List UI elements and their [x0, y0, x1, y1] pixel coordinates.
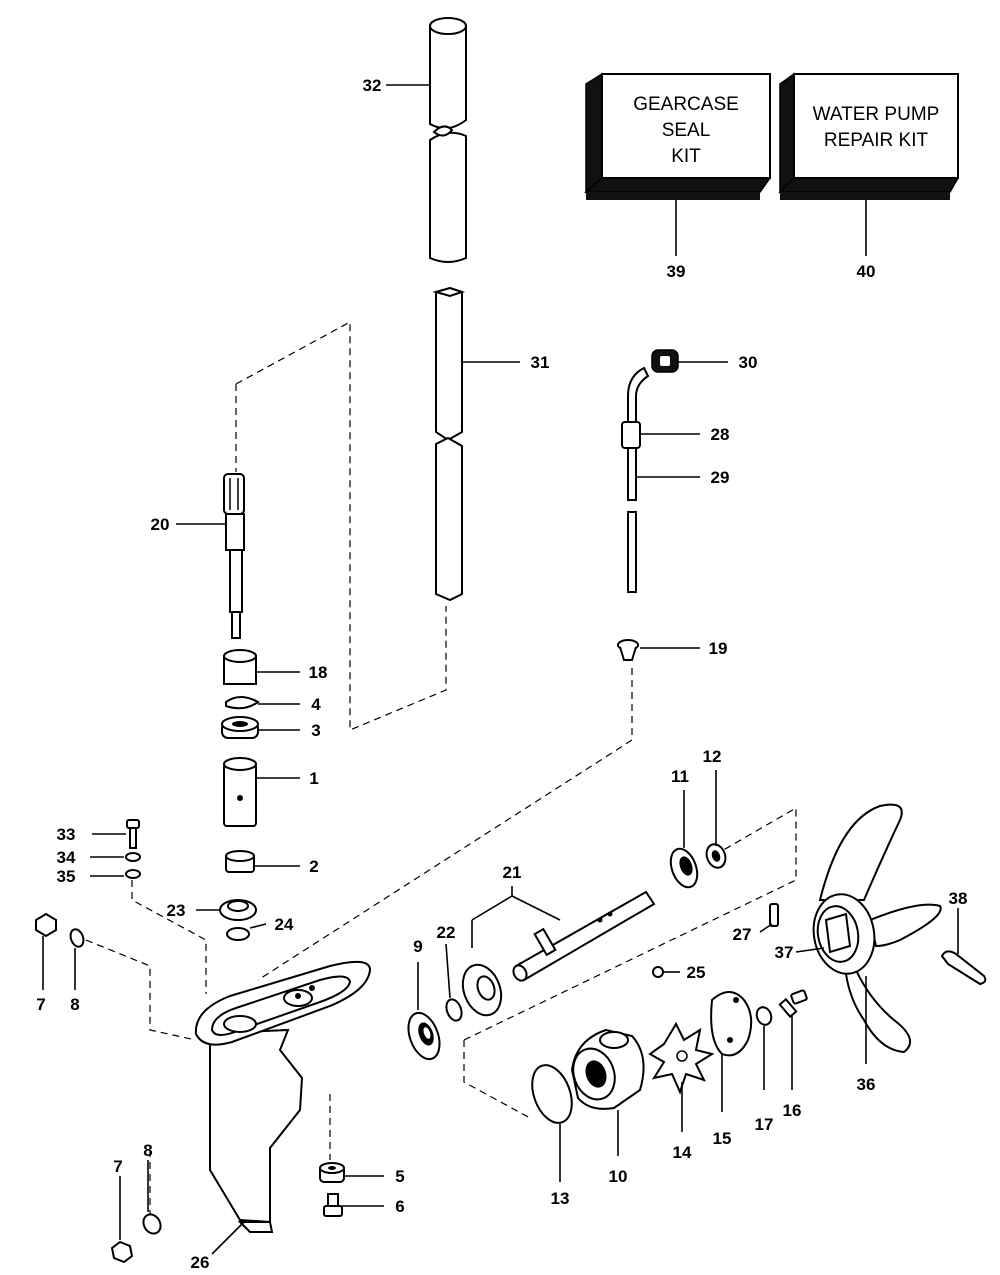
water-tube-part-29	[621, 366, 650, 593]
callout-11: 11	[671, 767, 689, 786]
seal-part-30	[651, 349, 679, 373]
callout-6: 6	[395, 1197, 404, 1216]
water-pump-repair-kit-box: WATER PUMP REPAIR KIT	[778, 72, 960, 200]
callout-22: 22	[437, 923, 456, 942]
cotter-pin-part-38	[940, 950, 987, 986]
gearcase-kit-line3: KIT	[671, 146, 701, 167]
callout-24: 24	[275, 915, 294, 934]
callout-21: 21	[503, 863, 522, 882]
screw-part-6	[323, 1193, 343, 1217]
pin-part-27	[769, 903, 779, 927]
callout-40: 40	[857, 262, 876, 281]
retaining-ring-part-4	[225, 696, 260, 710]
washer-part-22	[445, 998, 463, 1022]
callout-31: 31	[531, 353, 550, 372]
callout-3: 3	[311, 721, 320, 740]
callout-10: 10	[609, 1167, 628, 1186]
callout-13: 13	[551, 1189, 570, 1208]
shaft-housing-part-31	[432, 286, 466, 602]
callout-8-lower: 8	[143, 1141, 152, 1160]
callout-33: 33	[57, 825, 76, 844]
water-pump-kit-line2: REPAIR KIT	[824, 130, 929, 151]
callout-4: 4	[311, 695, 321, 714]
pin-part-25	[652, 966, 664, 978]
propeller-shaft-part-21	[512, 890, 656, 982]
callout-15: 15	[713, 1129, 732, 1148]
plug-part-7-upper	[35, 912, 57, 938]
seal-part-12	[705, 843, 727, 869]
callout-16: 16	[783, 1101, 802, 1120]
gearcase-kit-line2: SEAL	[662, 120, 711, 141]
washer-part-8-lower	[142, 1213, 162, 1235]
screw-part-16	[778, 989, 808, 1019]
impeller-part-14	[648, 1021, 715, 1095]
callout-30: 30	[739, 353, 758, 372]
washer-part-8-upper	[69, 928, 85, 948]
callout-26: 26	[191, 1253, 210, 1272]
pinion-gear-part-23	[219, 899, 257, 921]
callout-23: 23	[167, 901, 186, 920]
housing-part-1	[223, 757, 257, 827]
o-ring-part-13	[531, 1064, 573, 1124]
callout-32: 32	[363, 76, 382, 95]
washer-part-35	[125, 869, 141, 879]
gearcase-kit-line1: GEARCASE	[633, 94, 739, 115]
screw-part-33	[126, 819, 140, 849]
callout-1: 1	[309, 769, 318, 788]
pump-plate-part-15	[710, 991, 753, 1057]
callout-19: 19	[709, 639, 728, 658]
callout-18: 18	[309, 663, 328, 682]
callout-38: 38	[949, 889, 968, 908]
callout-8-upper: 8	[70, 995, 79, 1014]
callout-20: 20	[151, 515, 170, 534]
callout-34: 34	[57, 848, 76, 867]
callout-36: 36	[857, 1075, 876, 1094]
bearing-part-9	[407, 1011, 441, 1061]
callout-5: 5	[395, 1167, 404, 1186]
bushing-part-18	[223, 649, 257, 685]
callout-2: 2	[309, 857, 318, 876]
callout-35: 35	[57, 867, 76, 886]
bearing-part-11	[669, 847, 699, 889]
bushing-part-2	[225, 850, 255, 873]
callout-28: 28	[711, 425, 730, 444]
callout-9: 9	[413, 937, 422, 956]
grommet-part-19	[617, 639, 639, 661]
callout-29: 29	[711, 468, 730, 487]
callout-14: 14	[673, 1143, 692, 1162]
gear-part-21	[461, 963, 503, 1017]
callout-12: 12	[703, 747, 722, 766]
callout-25: 25	[687, 963, 706, 982]
nut-part-5	[319, 1162, 345, 1183]
nut-part-24	[226, 927, 250, 941]
washer-part-17	[755, 1006, 773, 1026]
callout-37: 37	[775, 943, 794, 962]
propeller-part-36	[812, 803, 942, 1054]
gearcase-part-26	[194, 960, 372, 1233]
callout-7-upper: 7	[36, 995, 45, 1014]
callout-27: 27	[733, 925, 752, 944]
gearcase-seal-kit-box: GEARCASE SEAL KIT	[584, 72, 772, 200]
callout-39: 39	[667, 262, 686, 281]
plug-part-7-lower	[110, 1240, 134, 1264]
water-tube-part-32	[429, 17, 467, 263]
callout-7-lower: 7	[113, 1157, 122, 1176]
washer-part-34	[125, 852, 141, 862]
water-pump-kit-line1: WATER PUMP	[813, 104, 940, 125]
callout-17: 17	[755, 1115, 774, 1134]
seal-part-3	[221, 716, 259, 739]
drive-shaft-part-20	[223, 473, 245, 639]
pump-housing-part-10	[570, 1028, 645, 1110]
